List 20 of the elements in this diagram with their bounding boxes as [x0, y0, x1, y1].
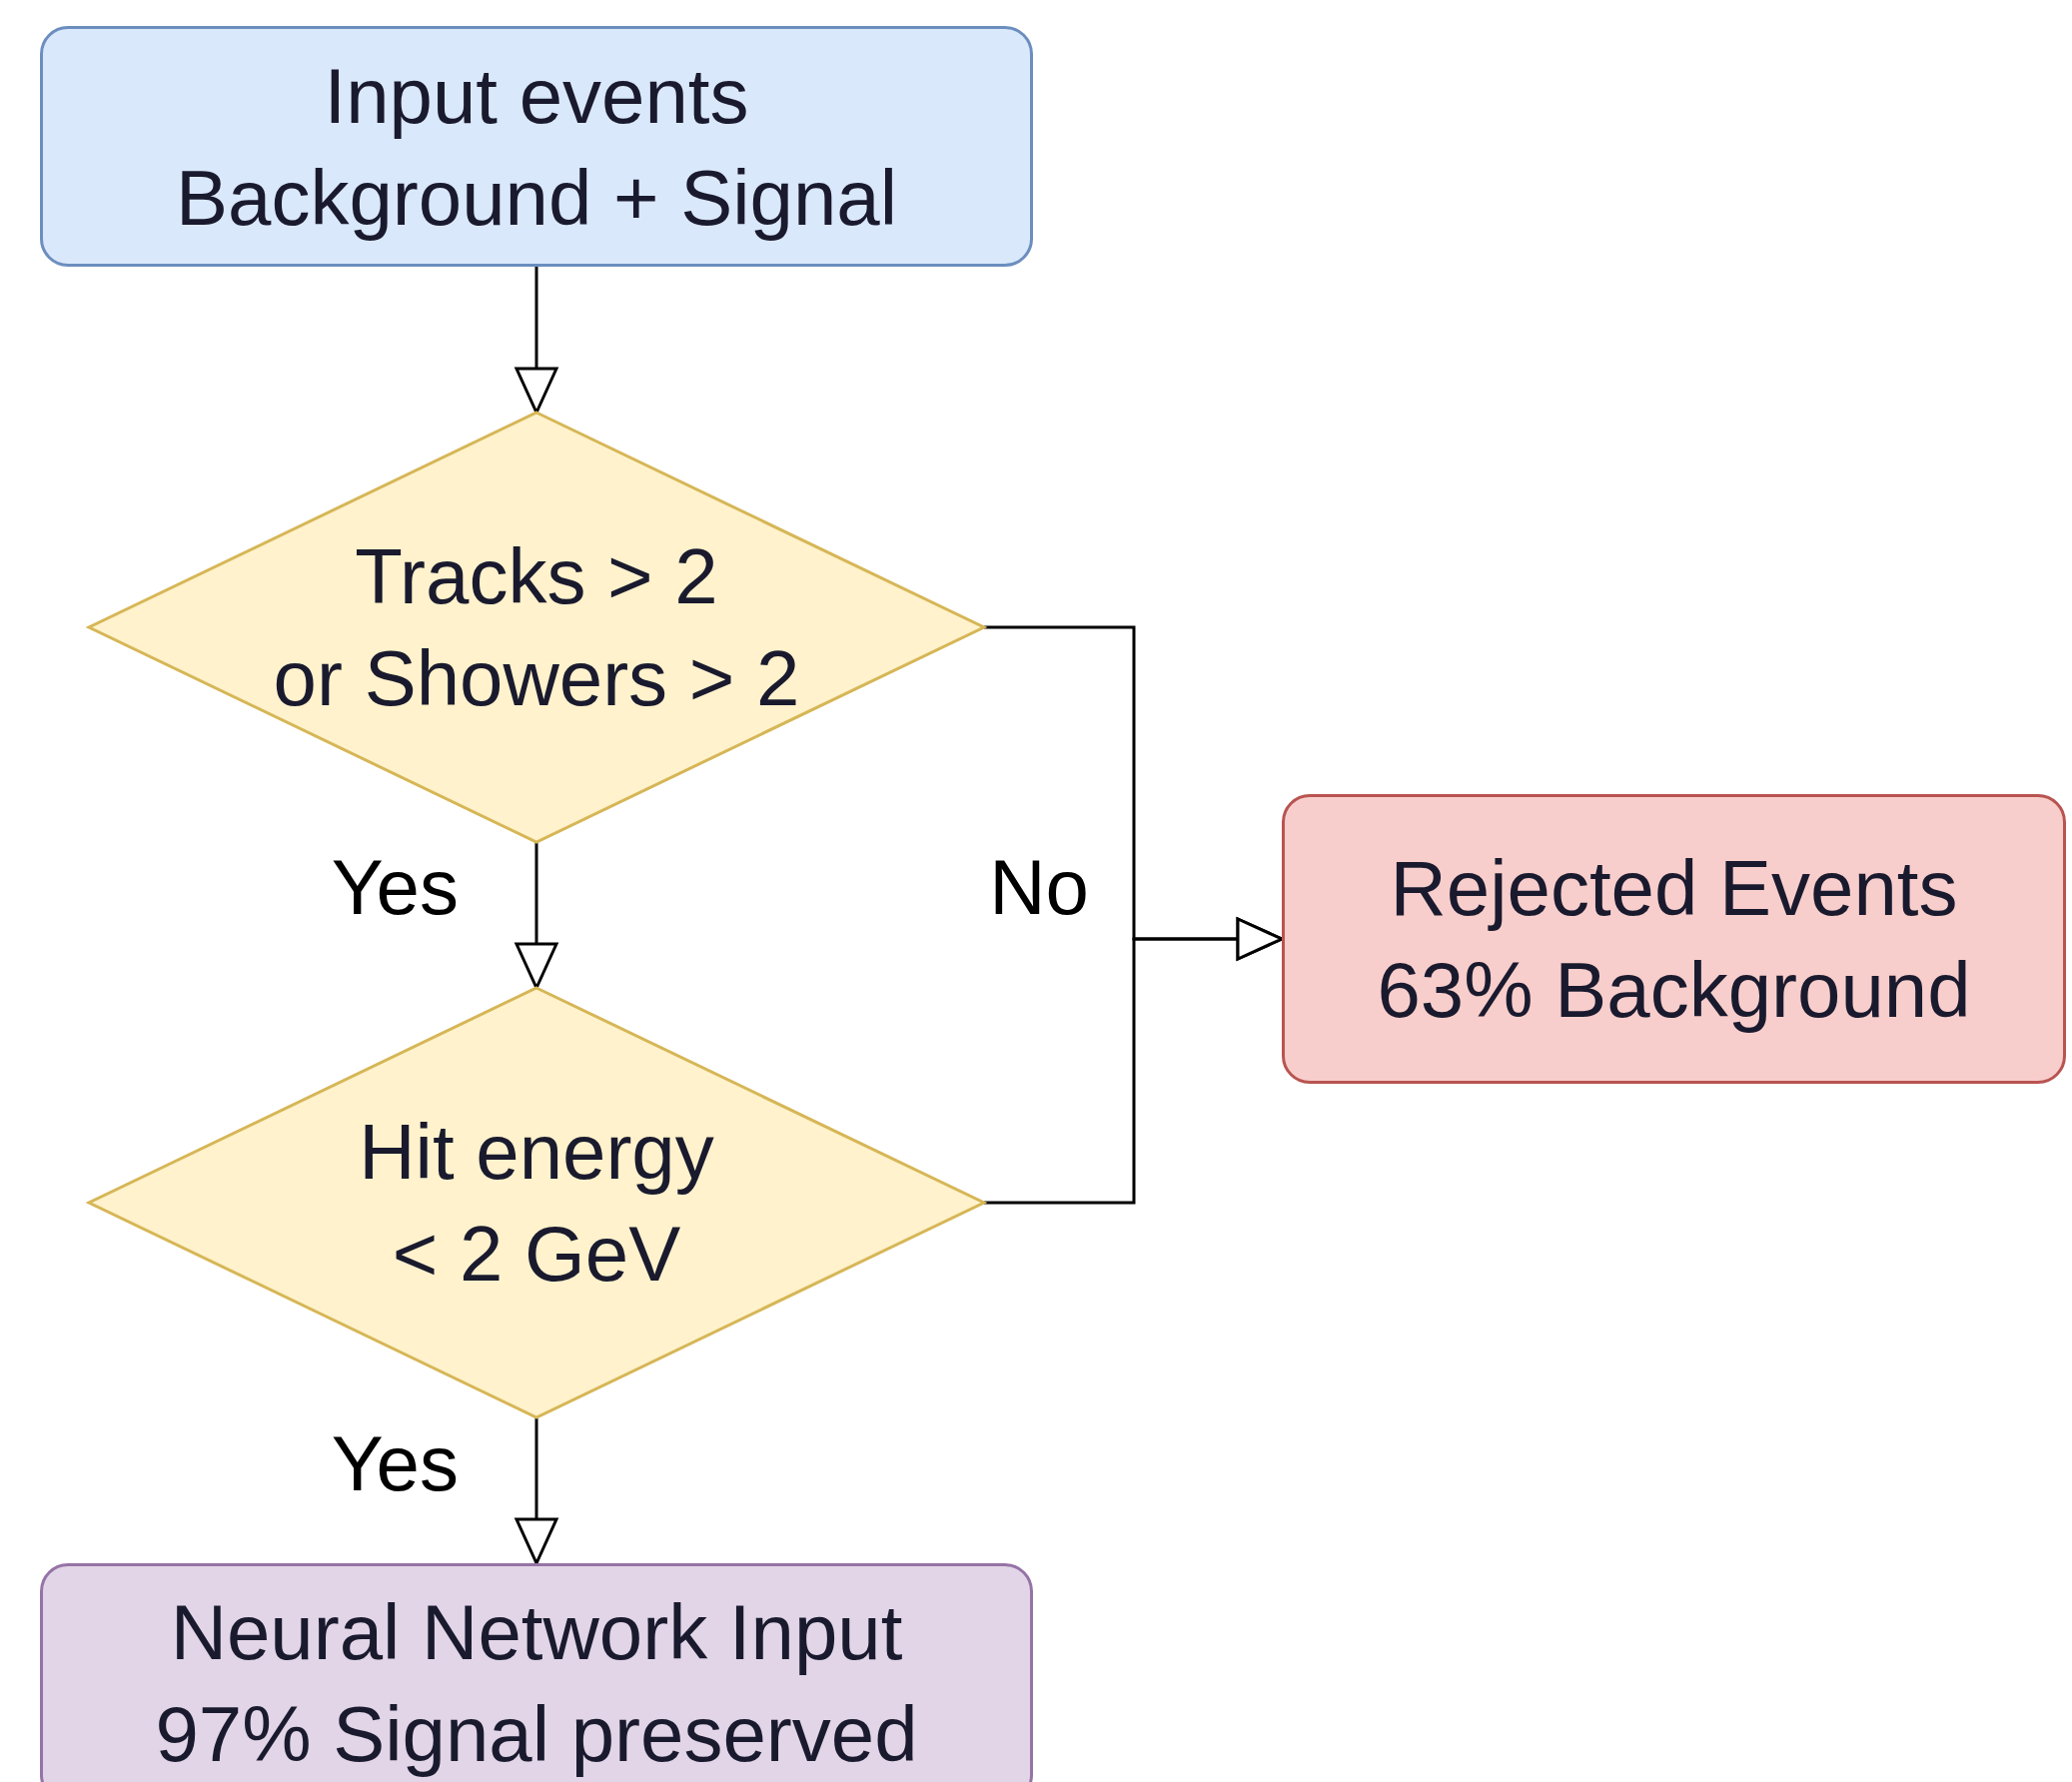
node-text: Background + Signal — [176, 152, 897, 244]
node-text: Tracks > 2 — [355, 531, 718, 622]
node-text: Rejected Events — [1390, 843, 1958, 934]
arrow — [515, 267, 558, 415]
node-text: or Showers > 2 — [273, 633, 800, 724]
node-text: 63% Background — [1377, 945, 1971, 1036]
edge-label: Yes — [331, 842, 459, 932]
node-text: < 2 GeV — [392, 1209, 681, 1300]
node-text: Neural Network Input — [170, 1587, 903, 1678]
process-box — [1282, 794, 2066, 1084]
arrow — [515, 842, 558, 990]
node-text: Input events — [324, 50, 749, 142]
process-box — [40, 1563, 1033, 1782]
edge-label: No — [989, 842, 1089, 932]
arrow — [515, 1417, 558, 1565]
node-text: 97% Signal preserved — [155, 1689, 918, 1780]
process-box — [40, 26, 1033, 267]
arrow — [984, 917, 1284, 1205]
node-text: Hit energy — [359, 1107, 714, 1198]
edge-label: Yes — [331, 1418, 459, 1508]
